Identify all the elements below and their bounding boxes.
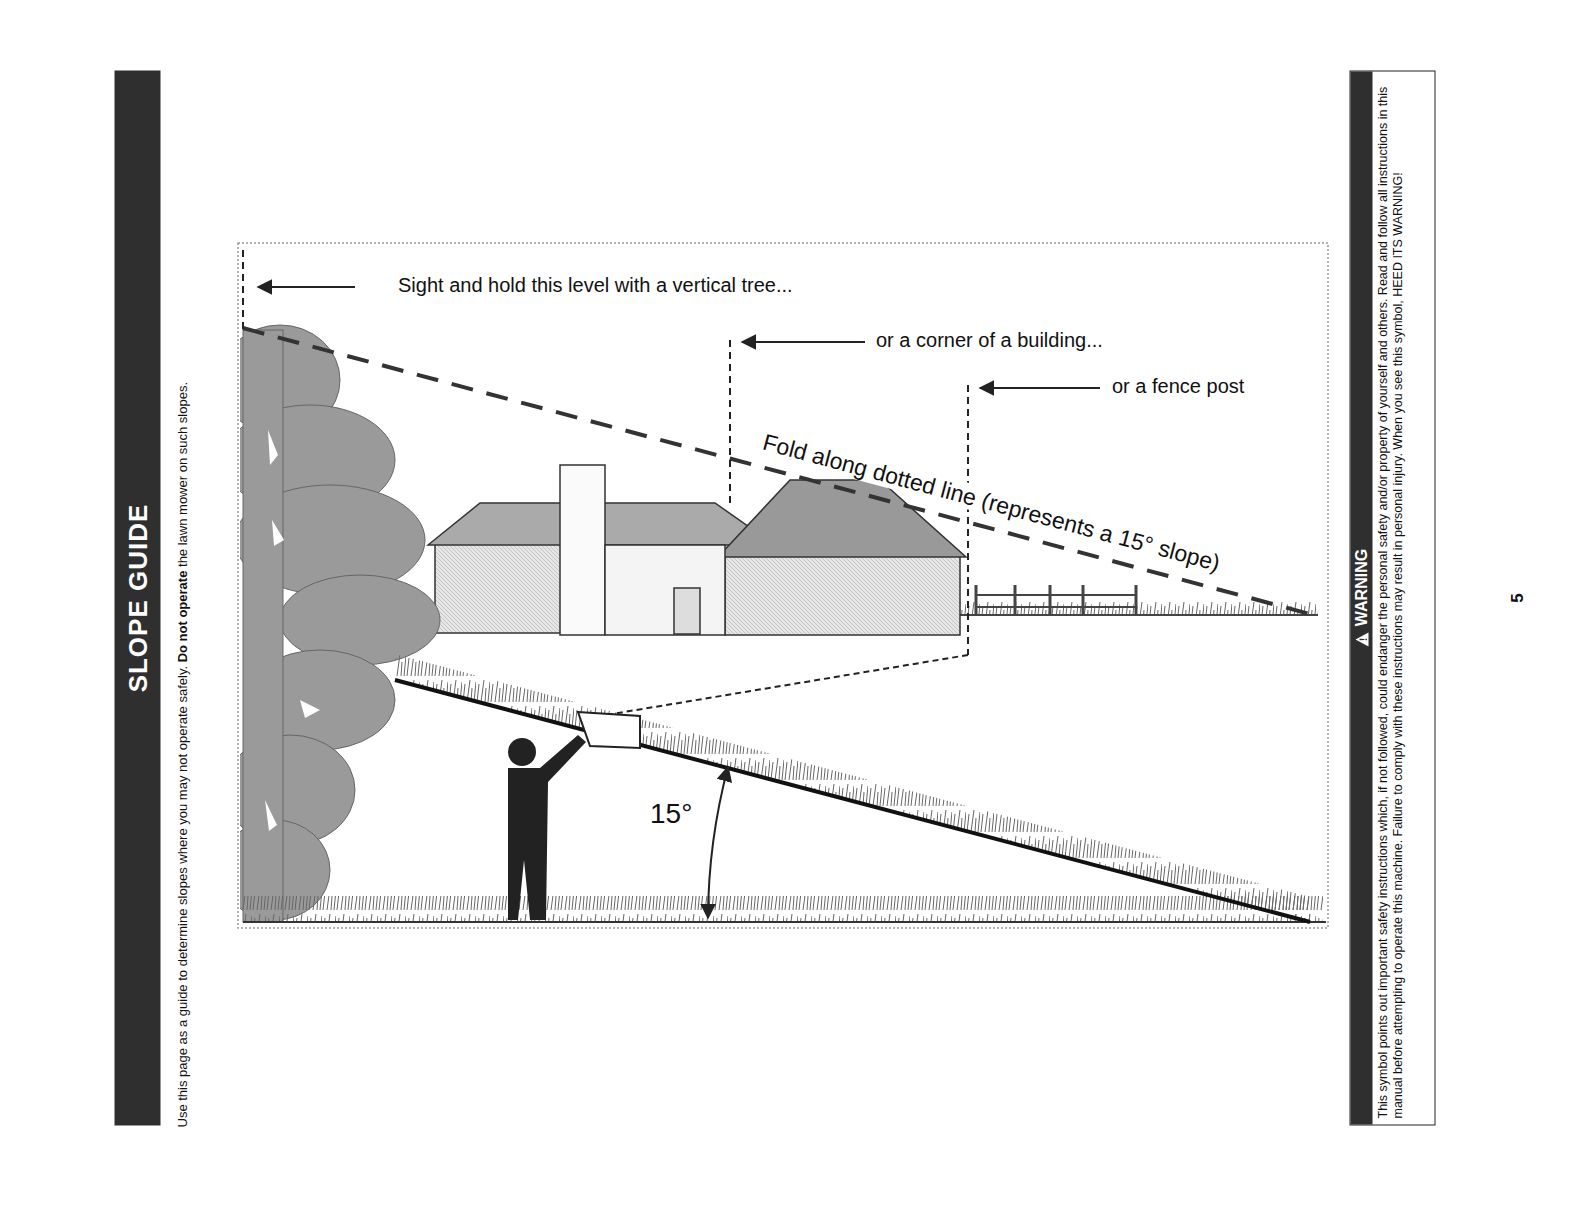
reference-label: or a corner of a building... xyxy=(876,329,1103,352)
warning-header: WARNING xyxy=(1350,72,1372,1125)
page-title: SLOPE GUIDE xyxy=(122,504,153,693)
warning-heading: WARNING xyxy=(1352,549,1370,626)
ground-line xyxy=(243,921,1326,923)
warning-triangle xyxy=(1354,631,1369,647)
reference-label: Sight and hold this level with a vertica… xyxy=(398,274,793,297)
intro-text: Use this page as a guide to determine sl… xyxy=(174,666,189,1128)
house xyxy=(428,465,966,635)
person-silhouette xyxy=(508,712,640,920)
pointer-arrow xyxy=(258,286,355,288)
angle-arc xyxy=(708,767,728,918)
tree xyxy=(240,325,440,922)
diagram-frame xyxy=(238,243,1328,928)
sight-line xyxy=(600,655,968,716)
building-reference xyxy=(729,340,731,505)
fence xyxy=(976,585,1136,615)
tree-reference xyxy=(242,250,244,330)
intro-line: Use this page as a guide to determine sl… xyxy=(171,143,193,1128)
intro-text: the lawn mower on such slopes. xyxy=(174,382,189,567)
reference-label: or a fence post xyxy=(1112,375,1244,398)
title-band: SLOPE GUIDE xyxy=(114,71,160,1126)
page-number: 5 xyxy=(1508,578,1532,618)
pointer-arrow xyxy=(742,341,865,343)
ground-grass xyxy=(243,896,1323,922)
post-reference xyxy=(967,385,969,655)
slope-grass xyxy=(395,654,1310,922)
fold-line xyxy=(243,328,1310,614)
intro-text: Do not operate xyxy=(174,571,189,663)
pointer-arrow xyxy=(980,387,1100,389)
warning-body: This symbol points out important safety … xyxy=(1372,72,1409,1125)
slope-line xyxy=(395,680,1310,922)
warning-box: WARNINGThis symbol points out important … xyxy=(1349,71,1435,1126)
angle-label: 15° xyxy=(650,798,692,830)
page-number-text: 5 xyxy=(1508,593,1527,602)
